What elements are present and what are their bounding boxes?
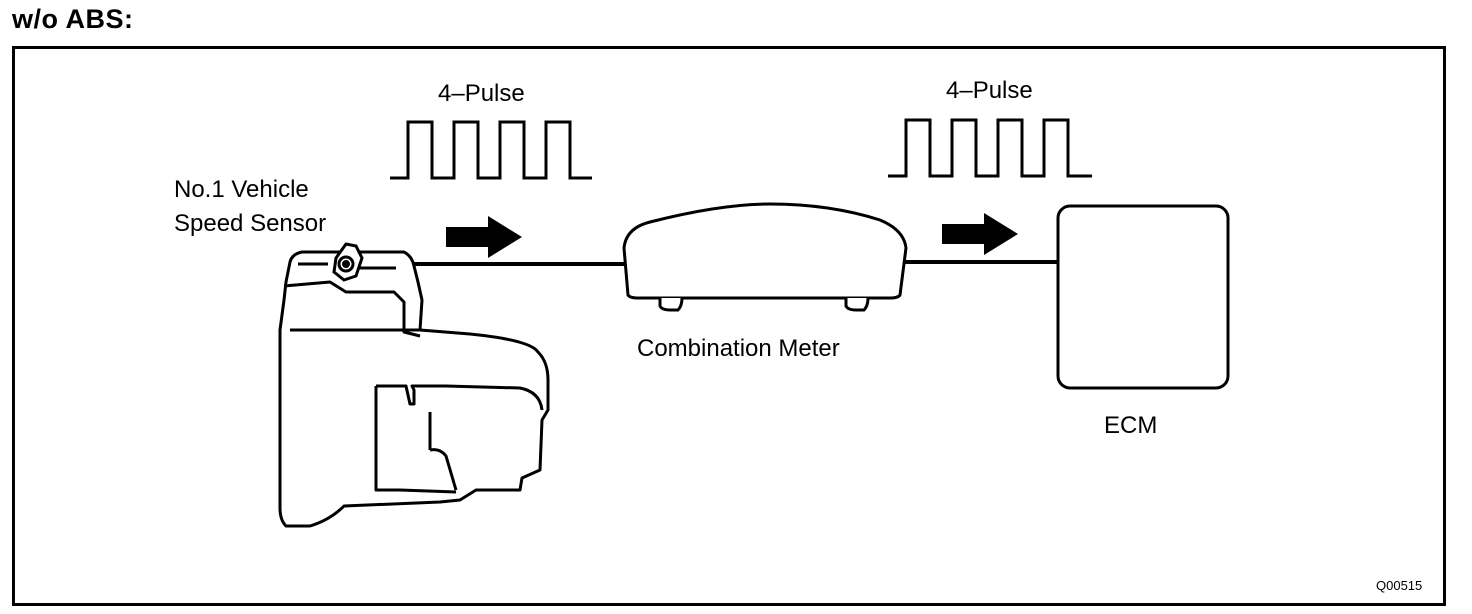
figure-code: Q00515 (1376, 578, 1423, 593)
transmission-drawing (278, 250, 550, 528)
pulse-label-right: 4–Pulse (946, 77, 1033, 104)
speed-sensor-icon (332, 242, 364, 282)
sensor-label-line1: No.1 Vehicle (174, 176, 309, 203)
meter-label: Combination Meter (637, 335, 840, 362)
combination-meter-shape (622, 202, 908, 312)
sensor-label-line2: Speed Sensor (174, 210, 327, 237)
pulse-train-right (888, 118, 1092, 178)
arrow-right-icon (446, 216, 522, 258)
ecm-label: ECM (1104, 412, 1158, 439)
pulse-train-left (390, 120, 592, 180)
diagram-heading: w/o ABS: (12, 4, 134, 34)
arrow-right-icon (942, 213, 1018, 255)
pulse-label-left: 4–Pulse (438, 80, 525, 107)
ecm-box (1056, 204, 1230, 390)
diagram-frame (12, 46, 1446, 606)
